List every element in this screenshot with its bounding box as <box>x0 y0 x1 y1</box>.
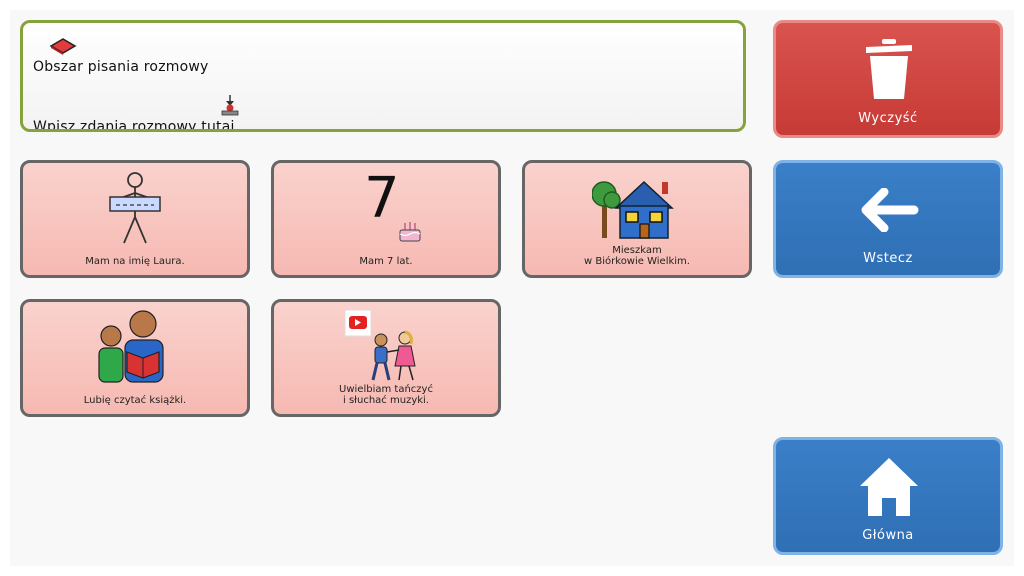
people-reading-icon <box>98 310 164 383</box>
trash-icon <box>866 39 912 99</box>
aac-board: Obszar pisania rozmowy Wpisz zdania rozm… <box>10 10 1014 566</box>
tile-label: Mieszkam w Biórkowie Wielkim. <box>584 245 690 267</box>
home-button-label: Główna <box>862 528 914 543</box>
tile-label: Lubię czytać książki. <box>83 395 187 406</box>
message-bar-hint: Wpisz zdania rozmowy tutaj. <box>33 119 240 132</box>
home-icon <box>860 458 918 516</box>
tile-where-i-live[interactable]: Mieszkam w Biórkowie Wielkim. <box>522 160 752 278</box>
tile-label: Mam na imię Laura. <box>85 256 185 267</box>
message-bar[interactable]: Obszar pisania rozmowy Wpisz zdania rozm… <box>20 20 746 132</box>
eraser-icon <box>49 38 77 55</box>
back-button[interactable]: Wstecz <box>773 160 1003 278</box>
person-name-sign-icon <box>109 172 161 244</box>
home-button[interactable]: Główna <box>773 437 1003 555</box>
message-bar-title: Obszar pisania rozmowy <box>33 59 209 75</box>
tile-my-age[interactable]: 7 Mam 7 lat. <box>271 160 501 278</box>
clear-button-label: Wyczyść <box>858 111 918 126</box>
age-number: 7 <box>364 166 400 231</box>
arrow-left-icon <box>861 188 919 232</box>
tile-label: Mam 7 lat. <box>359 256 413 267</box>
tile-my-name[interactable]: Mam na imię Laura. <box>20 160 250 278</box>
insert-cursor-icon <box>221 95 239 116</box>
age-seven-cake-icon: 7 <box>346 167 426 245</box>
house-tree-icon <box>592 180 674 239</box>
tile-like-reading[interactable]: Lubię czytać książki. <box>20 299 250 417</box>
dancing-music-icon <box>344 309 416 381</box>
tile-label: Uwielbiam tańczyć i słuchać muzyki. <box>339 384 433 406</box>
tile-like-dancing[interactable]: Uwielbiam tańczyć i słuchać muzyki. <box>271 299 501 417</box>
back-button-label: Wstecz <box>863 251 913 266</box>
clear-button[interactable]: Wyczyść <box>773 20 1003 138</box>
